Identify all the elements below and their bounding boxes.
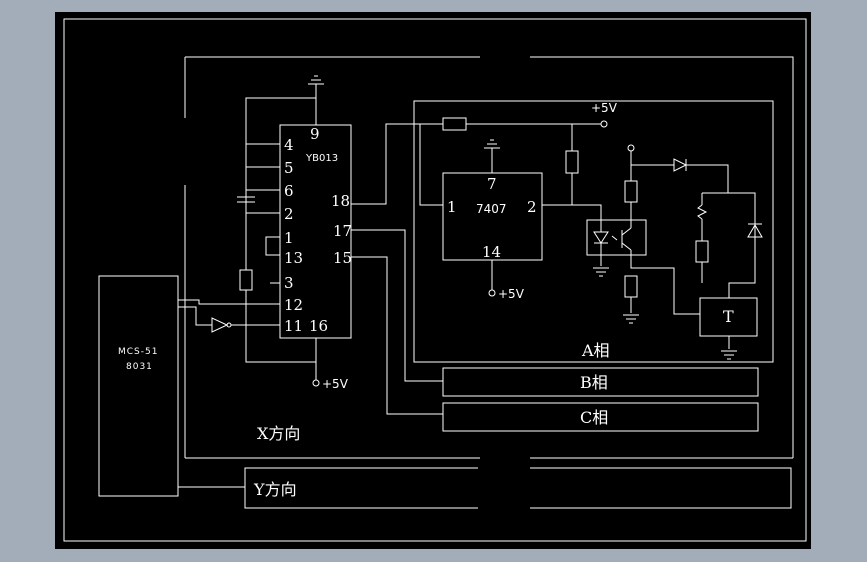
drawing-frame <box>63 18 807 542</box>
opto-transistor-collector <box>621 227 632 236</box>
mcu-line2: 8031 <box>126 362 153 372</box>
yb013-pin6: 6 <box>284 182 294 200</box>
triac-label: T <box>723 307 734 326</box>
y-box-left <box>244 467 478 509</box>
phase-a-label: A相 <box>581 341 610 360</box>
phase-b-box <box>442 367 759 397</box>
resistor <box>239 269 253 291</box>
yb013-pin16: 16 <box>309 317 328 335</box>
opto-light-arrow <box>611 235 618 241</box>
vcc-terminal <box>600 120 608 128</box>
emitter-wire <box>630 250 700 315</box>
yb013-pin5: 5 <box>284 159 294 177</box>
opto-transistor-emitter <box>621 242 632 251</box>
pin1-13-link <box>265 236 280 256</box>
yb013-pin11: 11 <box>284 317 303 335</box>
vcc-7407-label: +5V <box>498 287 525 301</box>
yb013-pin13: 13 <box>284 249 303 267</box>
7407-pin14: 14 <box>482 243 501 261</box>
vcc-top-label: +5V <box>591 101 618 115</box>
x-bracket-top-right <box>530 56 794 458</box>
yb013-pin4: 4 <box>284 136 294 154</box>
yb013-pin3: 3 <box>284 274 294 292</box>
x-direction-label: X方向 <box>257 424 300 443</box>
gate-resistor-zigzag <box>697 204 708 220</box>
phase-a-box <box>413 100 774 363</box>
inverter-gate <box>211 317 229 333</box>
7407-name: 7407 <box>476 202 507 216</box>
vcc-yb013-label: +5V <box>322 377 349 391</box>
mcu-box <box>98 275 179 497</box>
optocoupler <box>586 219 647 256</box>
protection-diode <box>747 224 763 238</box>
pin11-input-wire <box>187 306 212 326</box>
pin12-wire <box>187 299 280 305</box>
yb013-pin1: 1 <box>284 229 294 247</box>
yb013-pin12: 12 <box>284 296 303 314</box>
triac-gate-network <box>702 192 756 298</box>
vcc-terminal <box>488 289 496 297</box>
pin17-wire <box>351 229 443 382</box>
phase-c-label: C相 <box>580 408 608 427</box>
phase-b-label: B相 <box>580 373 608 392</box>
pin18-wire <box>351 123 443 205</box>
pin15-wire <box>351 256 443 415</box>
mcu-line1: MCS-51 <box>118 347 158 357</box>
yb013-pin18: 18 <box>331 192 350 210</box>
phase-c-box <box>442 402 759 432</box>
yb013-name: YB013 <box>305 153 338 164</box>
diode-out-wire <box>686 164 729 193</box>
vcc-terminal <box>312 379 320 387</box>
7407-pin2: 2 <box>527 198 537 216</box>
7407-output-wire <box>542 204 602 222</box>
yb013-pin2: 2 <box>284 205 294 223</box>
yb013-pin15: 15 <box>333 249 352 267</box>
yb013-left-rail <box>245 97 316 363</box>
diode <box>673 158 688 172</box>
7407-pin7: 7 <box>487 175 497 193</box>
yb013-pin17: 17 <box>333 222 352 240</box>
pin1-7407-wire <box>419 124 443 206</box>
y-direction-label: Y方向 <box>253 480 297 499</box>
7407-pin1: 1 <box>447 198 457 216</box>
yb013-pin9: 9 <box>310 125 320 143</box>
y-box-right <box>530 467 792 509</box>
